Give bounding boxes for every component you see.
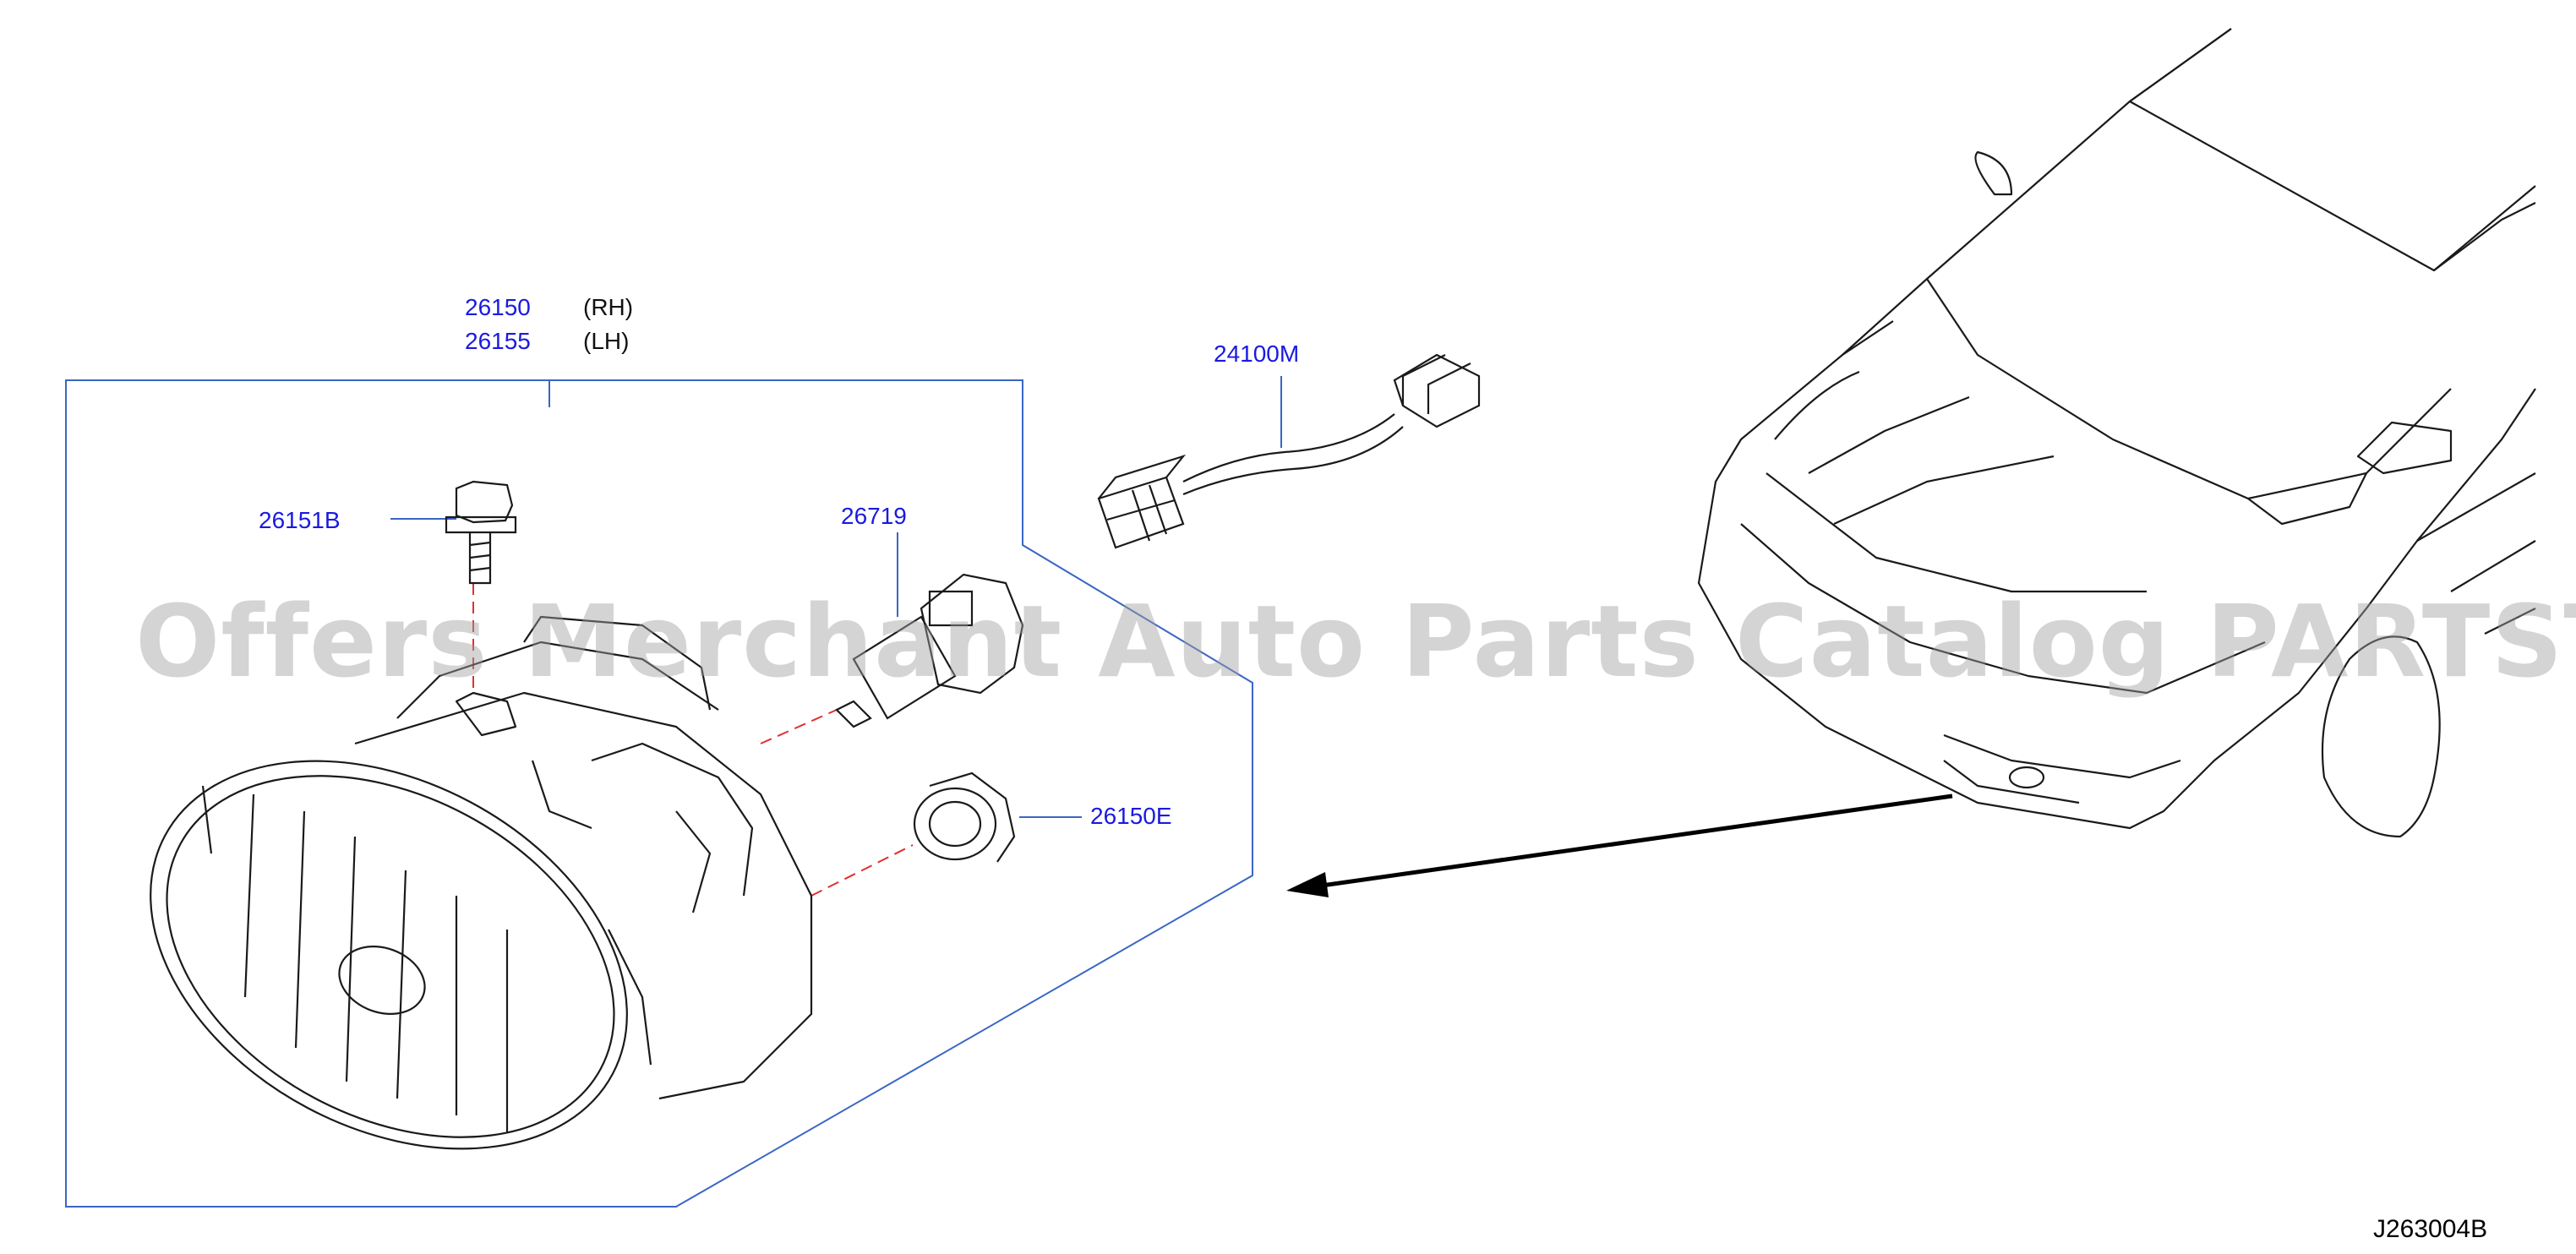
socket-26150E	[913, 771, 1016, 863]
part-label-26150E: 26150E	[1090, 803, 1172, 829]
screw-26151B	[445, 480, 517, 585]
assembly-centerlines	[472, 583, 914, 897]
vehicle-sketch	[1697, 28, 2536, 838]
part-label-26155: 26155	[465, 328, 531, 354]
part-label-26150: 26150	[465, 294, 531, 320]
assembly-group-outline	[65, 379, 1253, 1208]
watermark-text: Offers Merchant Auto Parts Catalog PARTS…	[135, 583, 2576, 700]
part-label-24100M: 24100M	[1214, 341, 1300, 367]
part-label-26151B: 26151B	[259, 507, 341, 533]
side-label-rh: (RH)	[583, 294, 634, 320]
part-label-26719: 26719	[841, 503, 907, 529]
fog-lamp-housing	[150, 615, 813, 1150]
diagram-code: J263004B	[2373, 1215, 2488, 1243]
harness-24100M	[1097, 353, 1481, 549]
leader-lines	[390, 376, 1282, 818]
side-label-lh: (LH)	[583, 328, 630, 354]
bulb-26719	[835, 573, 1024, 728]
location-arrow	[1286, 793, 1953, 897]
